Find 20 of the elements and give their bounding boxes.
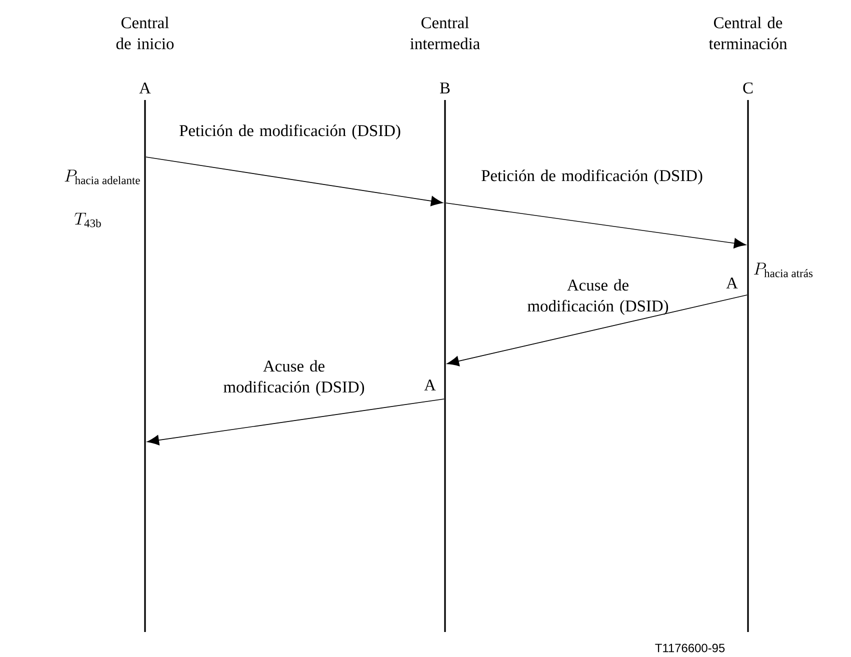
arrow [447, 294, 748, 366]
figure-number: T1176600-95 [655, 644, 725, 652]
lifeline-letter: C [743, 82, 753, 94]
edge-label: Petición de modificación (DSID) [180, 124, 400, 140]
sub-label: $P_{\text{hacia atrás}}$ [754, 262, 813, 278]
lifeline-letter: A [139, 82, 151, 94]
arrow [146, 156, 443, 206]
lifeline-heading: Central intermedia [410, 16, 480, 50]
sub-label: $P_{\text{hacia adelante}}$ [64, 170, 140, 184]
lifeline-letter: B [440, 82, 450, 94]
arrow [147, 398, 444, 446]
edge-label: Petición de modificación (DSID) [482, 169, 702, 185]
arrow [446, 202, 746, 248]
lifeline-heading: Central de terminación [708, 16, 788, 50]
edge-label: Acuse de modificación (DSID) [528, 279, 668, 315]
timer-label: $T_{\text{43b}}$ [74, 212, 101, 228]
lifeline-heading: Central de inicio [116, 16, 174, 50]
point-letter: A [424, 380, 436, 390]
edge-label: Acuse de modificación (DSID) [224, 360, 364, 396]
point-letter: A [726, 278, 738, 288]
